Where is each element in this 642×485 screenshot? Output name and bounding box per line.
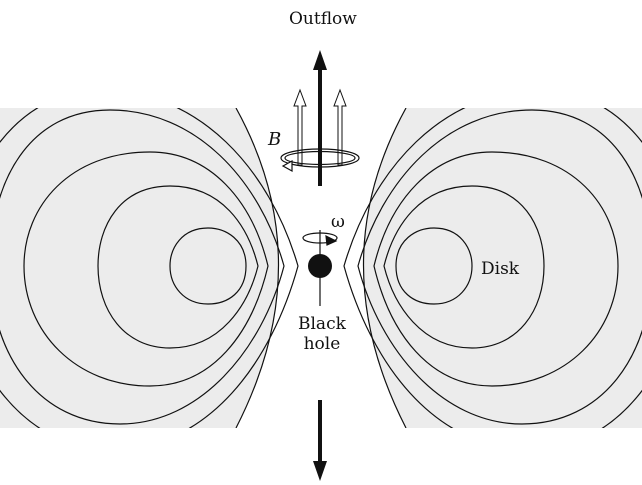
right-loop-3 [373,151,619,387]
b-rotation-ring [280,148,360,173]
left-loop-1 [169,227,247,305]
magnetic-field-label: B [268,129,282,150]
right-loop-4 [357,109,642,425]
black-hole-dot [308,254,332,278]
field-line-arrows [293,88,347,166]
right-loop-1 [395,227,473,305]
field-contours [0,108,642,428]
outflow-arrow-down [313,400,327,481]
black-hole-label-line1: Black [298,314,346,334]
rotation-label: ω [331,212,345,232]
black-hole-label-line2: hole [303,334,341,354]
cone-boundary-left [235,108,279,428]
left-loop-4 [0,109,285,425]
field-arrow-right [333,88,347,166]
cone-boundary-right [363,108,407,428]
field-arrow-left [293,88,307,166]
outflow-arrow-up [313,50,327,186]
black-hole-label: Black hole [298,314,346,354]
right-loop-2 [383,185,545,349]
right-loop-5 [343,108,642,428]
left-loop-3 [23,151,269,387]
left-loop-5 [0,108,299,428]
left-loop-2 [97,185,259,349]
outflow-label: Outflow [289,9,357,29]
disk-label: Disk [481,259,520,279]
